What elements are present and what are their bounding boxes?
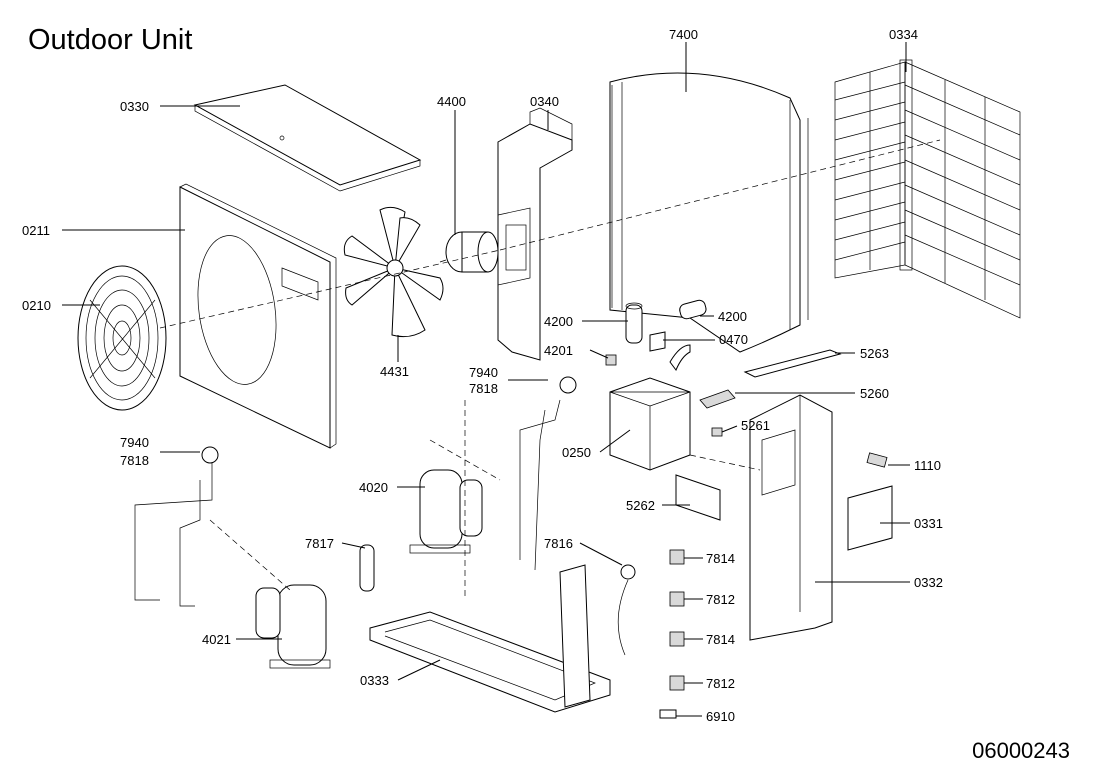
callout-0333: 0333 (360, 673, 389, 688)
callout-0334: 0334 (889, 27, 918, 42)
callout-4200-left: 4200 (544, 314, 573, 329)
compressor-part (255, 584, 331, 669)
callout-7940-lower: 7940 (120, 435, 149, 450)
callout-0330: 0330 (120, 99, 149, 114)
leader-lines (62, 42, 910, 717)
cover-plate-part (675, 474, 721, 521)
callout-0340: 0340 (530, 94, 559, 109)
sensor-part (866, 452, 888, 468)
terminal-block-part (699, 389, 736, 409)
assembly-axis-lines (159, 139, 941, 600)
motor-bracket-part (497, 107, 573, 361)
callout-0211: 0211 (22, 223, 50, 238)
top-cover-part (193, 84, 422, 192)
capacitor-part (679, 299, 707, 320)
access-panel-part (847, 485, 893, 551)
callout-7814-upper: 7814 (706, 551, 735, 566)
callout-7940-upper: 7940 (469, 365, 498, 380)
callout-5261: 5261 (741, 418, 770, 433)
drawing-number: 06000243 (972, 738, 1070, 763)
connector-part (711, 427, 723, 437)
capacitor-part (625, 302, 643, 344)
callout-7400: 7400 (669, 27, 698, 42)
side-panel-part (749, 394, 833, 641)
front-panel-part (179, 183, 337, 449)
accumulator-part (359, 544, 375, 592)
diagram-title: Outdoor Unit (28, 24, 193, 56)
callout-4431: 4431 (380, 364, 409, 379)
service-valve-part (669, 591, 685, 607)
callout-4021: 4021 (202, 632, 231, 647)
compressor-part (409, 469, 483, 554)
fan-motor-part (439, 231, 499, 273)
fitting-part (659, 709, 677, 719)
callout-0210: 0210 (22, 298, 51, 313)
callout-4400: 4400 (437, 94, 466, 109)
callout-7816: 7816 (544, 536, 573, 551)
callout-7818-upper: 7818 (469, 381, 498, 396)
callout-7818-lower: 7818 (120, 453, 149, 468)
condenser-coil-part (609, 72, 809, 353)
callout-4020: 4020 (359, 480, 388, 495)
callout-7817: 7817 (305, 536, 334, 551)
fan-blade-part (343, 206, 444, 338)
rear-guard-part (834, 59, 1021, 319)
callout-7814-lower: 7814 (706, 632, 735, 647)
mounting-strip-part (743, 349, 842, 378)
callout-5263: 5263 (860, 346, 889, 361)
callout-0331: 0331 (914, 516, 943, 531)
callout-4201: 4201 (544, 343, 573, 358)
clip-part (649, 331, 691, 371)
service-valve-part (669, 675, 685, 691)
callout-7812-upper: 7812 (706, 592, 735, 607)
callout-0250: 0250 (562, 445, 591, 460)
service-valve-part (669, 549, 685, 565)
callout-5260: 5260 (860, 386, 889, 401)
callout-6910: 6910 (706, 709, 735, 724)
pressure-switch-part (617, 564, 636, 656)
callout-0470: 0470 (719, 332, 748, 347)
fan-guard-part (77, 265, 167, 411)
callout-7812-lower: 7812 (706, 676, 735, 691)
callout-5262: 5262 (626, 498, 655, 513)
service-valve-part (669, 631, 685, 647)
base-pan-part (369, 564, 611, 713)
electrical-box-part (609, 377, 691, 471)
clip-part (605, 354, 617, 366)
callout-1110: 1110 (914, 458, 941, 473)
refrigerant-pipe-part (134, 376, 577, 607)
callout-4200-right: 4200 (718, 309, 747, 324)
callout-0332: 0332 (914, 575, 943, 590)
